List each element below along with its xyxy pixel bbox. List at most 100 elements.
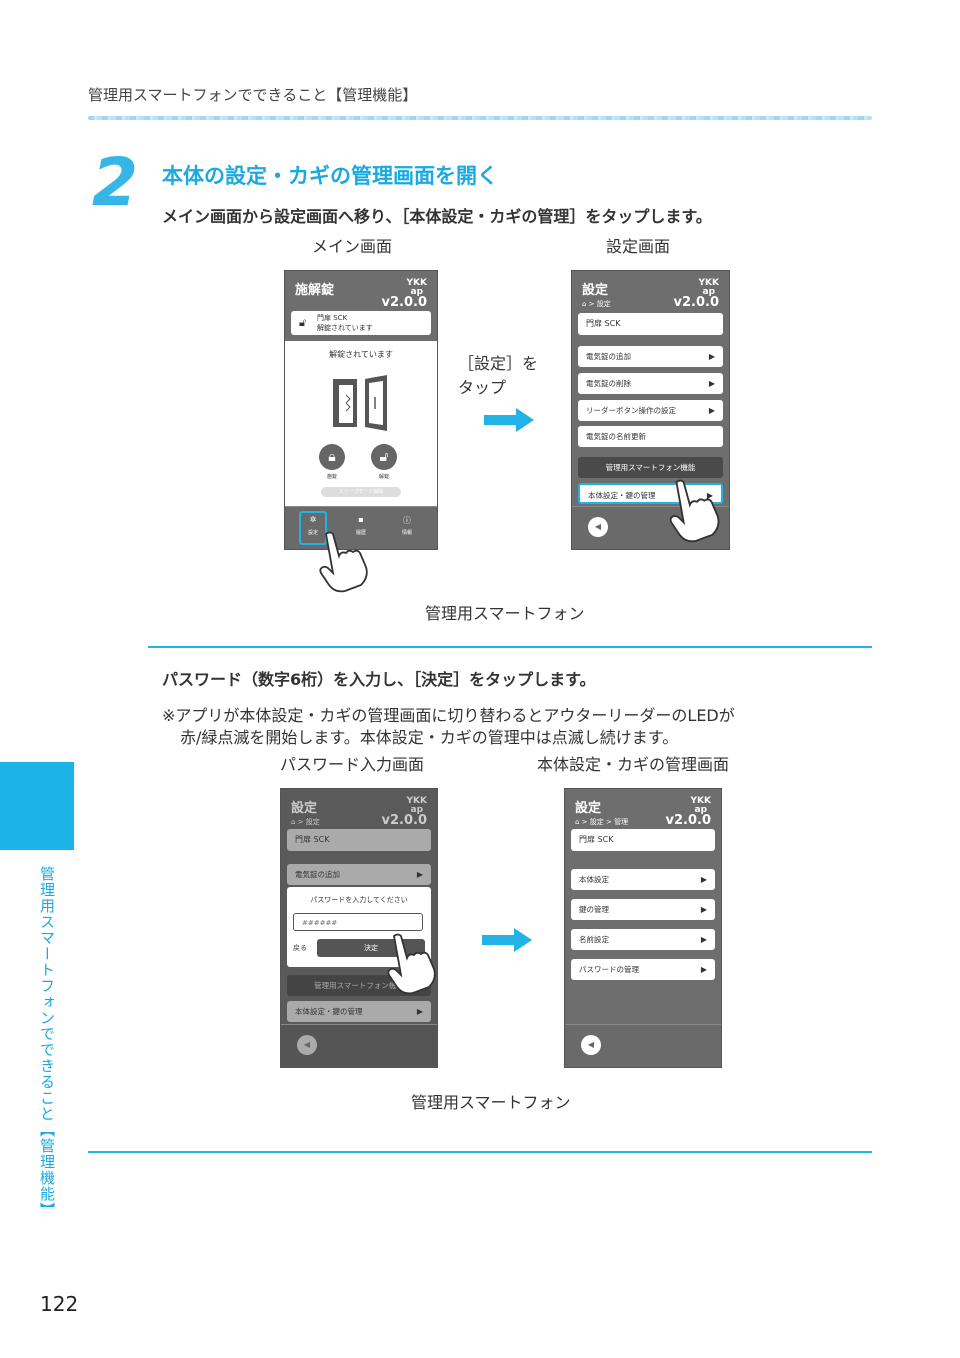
sleep-mode-button[interactable]: スリープモード解除 bbox=[321, 487, 401, 497]
info-icon: ⓘ bbox=[403, 516, 411, 525]
settings-title: 設定 bbox=[582, 283, 609, 298]
back-button[interactable]: ◀ bbox=[581, 1035, 601, 1055]
chevron-right-icon: ▶ bbox=[700, 875, 707, 884]
lock-button[interactable]: 🔒︎ bbox=[319, 444, 345, 470]
version-label: v2.0.0 bbox=[381, 813, 428, 828]
running-header: 管理用スマートフォンでできること【管理機能】 bbox=[88, 86, 418, 104]
bottom-bar: ◀ bbox=[565, 1024, 721, 1067]
chevron-right-icon: ▶ bbox=[708, 379, 715, 388]
chevron-right-icon: ▶ bbox=[708, 352, 715, 361]
unlock-button[interactable]: 🔓︎ bbox=[371, 444, 397, 470]
door-status: 解錠されています bbox=[317, 324, 373, 332]
section-divider bbox=[148, 646, 872, 648]
history-icon: ▪ bbox=[358, 515, 364, 524]
caption-main-screen: メイン画面 bbox=[312, 237, 393, 256]
led-note-line1: ※アプリが本体設定・カギの管理画面に切り替わるとアウターリーダーのLEDが bbox=[162, 706, 735, 725]
lock-icon: 🔒︎ bbox=[328, 449, 336, 465]
bottom-bar: ◀ bbox=[281, 1024, 437, 1067]
page-number: 122 bbox=[40, 1292, 79, 1316]
caption-password-screen: パスワード入力画面 bbox=[280, 755, 425, 774]
breadcrumb[interactable]: ⌂ > 設定 bbox=[582, 300, 611, 308]
caption-smartphone-1: 管理用スマートフォン bbox=[425, 604, 585, 623]
chevron-right-icon: ▶ bbox=[706, 491, 713, 500]
tap-hand-icon bbox=[669, 479, 720, 543]
chevron-left-icon: ◀ bbox=[594, 522, 602, 531]
tap-hand-icon bbox=[319, 531, 368, 593]
back-button[interactable]: ◀ bbox=[588, 517, 608, 537]
lock-label: 施錠 bbox=[326, 474, 337, 480]
caption-settings-screen: 設定画面 bbox=[606, 237, 671, 256]
settings-item-delete-lock[interactable]: 電気錠の削除▶ bbox=[578, 373, 723, 394]
version-label: v2.0.0 bbox=[665, 813, 712, 828]
arrow-right-icon bbox=[482, 928, 532, 952]
back-button: ◀ bbox=[297, 1035, 317, 1055]
settings-title: 設定 bbox=[291, 801, 318, 816]
chevron-right-icon: ▶ bbox=[700, 905, 707, 914]
caption-smartphone-2: 管理用スマートフォン bbox=[411, 1093, 571, 1112]
door-card[interactable]: 🔓︎ 門扉 SCK 解錠されています bbox=[291, 311, 431, 335]
password-prompt: パスワードを入力してください bbox=[310, 896, 408, 904]
nav-settings-highlight[interactable] bbox=[299, 511, 327, 545]
arrow-right-icon bbox=[484, 408, 534, 432]
status-text: 解錠されています bbox=[329, 350, 393, 359]
led-note-line2: 赤/緑点滅を開始します。本体設定・カギの管理中は点滅し続けます。 bbox=[180, 728, 679, 747]
chevron-right-icon: ▶ bbox=[708, 406, 715, 415]
nav-info-label[interactable]: 情報 bbox=[401, 530, 412, 536]
chevron-right-icon: ▶ bbox=[700, 935, 707, 944]
chevron-left-icon: ◀ bbox=[587, 1040, 595, 1049]
step-heading: 本体の設定・カギの管理画面を開く bbox=[162, 164, 498, 188]
bottom-nav: ✲ 設定 ▪ 履歴 ⓘ 情報 bbox=[285, 506, 437, 549]
main-screen-title: 施解錠 bbox=[295, 283, 335, 298]
settings-title: 設定 bbox=[575, 801, 602, 816]
manage-item-body-settings[interactable]: 本体設定▶ bbox=[571, 869, 715, 890]
chapter-tab bbox=[0, 762, 74, 850]
back-link[interactable]: 戻る bbox=[293, 944, 307, 952]
main-content: 解錠されています 🔒︎ 🔓︎ 施錠 解錠 スリープモード解除 bbox=[285, 341, 437, 509]
door-name: 門扉 SCK bbox=[317, 314, 348, 322]
settings-item-rename-lock[interactable]: 電気錠の名前更新 bbox=[578, 426, 723, 447]
caption-manage-screen: 本体設定・カギの管理画面 bbox=[537, 755, 730, 774]
version-label: v2.0.0 bbox=[673, 295, 720, 310]
chapter-side-label: 管理用スマートフォンでできること【管理機能】 bbox=[38, 866, 56, 1218]
unlock-small-icon: 🔓︎ bbox=[299, 316, 307, 329]
header-divider bbox=[88, 116, 872, 120]
version-label: v2.0.0 bbox=[381, 295, 428, 310]
settings-item-add-lock: 電気錠の追加▶ bbox=[287, 864, 431, 885]
manage-item-password[interactable]: パスワードの管理▶ bbox=[571, 959, 715, 980]
manage-item-name-settings[interactable]: 名前設定▶ bbox=[571, 929, 715, 950]
unlock-icon: 🔓︎ bbox=[379, 449, 389, 465]
tap-instruction-line1: ［設定］を bbox=[458, 354, 539, 373]
chevron-right-icon: ▶ bbox=[416, 870, 423, 879]
step-number: 2 bbox=[92, 144, 138, 221]
nav-settings-label[interactable]: 設定 bbox=[307, 530, 318, 536]
breadcrumb[interactable]: ⌂ > 設定 > 管理 bbox=[575, 818, 629, 826]
chevron-left-icon: ◀ bbox=[303, 1040, 311, 1049]
manager-section-header: 管理用スマートフォン機能 bbox=[578, 457, 723, 478]
nav-history-label[interactable]: 履歴 bbox=[355, 530, 366, 536]
door-name-field: 門扉 SCK bbox=[287, 829, 431, 851]
gear-icon: ✲ bbox=[309, 515, 317, 524]
door-name-field: 門扉 SCK bbox=[571, 829, 715, 851]
unlock-label: 解錠 bbox=[378, 474, 389, 480]
chevron-right-icon: ▶ bbox=[700, 965, 707, 974]
tap-hand-icon bbox=[387, 933, 436, 995]
door-open-icon bbox=[333, 375, 387, 431]
password-input[interactable]: ###### bbox=[293, 913, 423, 931]
settings-item-body-key-manage: 本体設定・鍵の管理▶ bbox=[287, 1001, 431, 1022]
chevron-right-icon: ▶ bbox=[416, 1007, 423, 1016]
step-lead: メイン画面から設定画面へ移り、［本体設定・カギの管理］をタップします。 bbox=[162, 207, 712, 226]
password-instruction: パスワード（数字6桁）を入力し、［決定］をタップします。 bbox=[162, 670, 596, 689]
breadcrumb: ⌂ > 設定 bbox=[291, 818, 320, 826]
tap-instruction-line2: タップ bbox=[458, 378, 507, 397]
manage-item-key-management[interactable]: 鍵の管理▶ bbox=[571, 899, 715, 920]
settings-item-reader-button[interactable]: リーダーボタン操作の設定▶ bbox=[578, 400, 723, 421]
door-name-field: 門扉 SCK bbox=[578, 313, 723, 335]
settings-item-add-lock[interactable]: 電気錠の追加▶ bbox=[578, 346, 723, 367]
